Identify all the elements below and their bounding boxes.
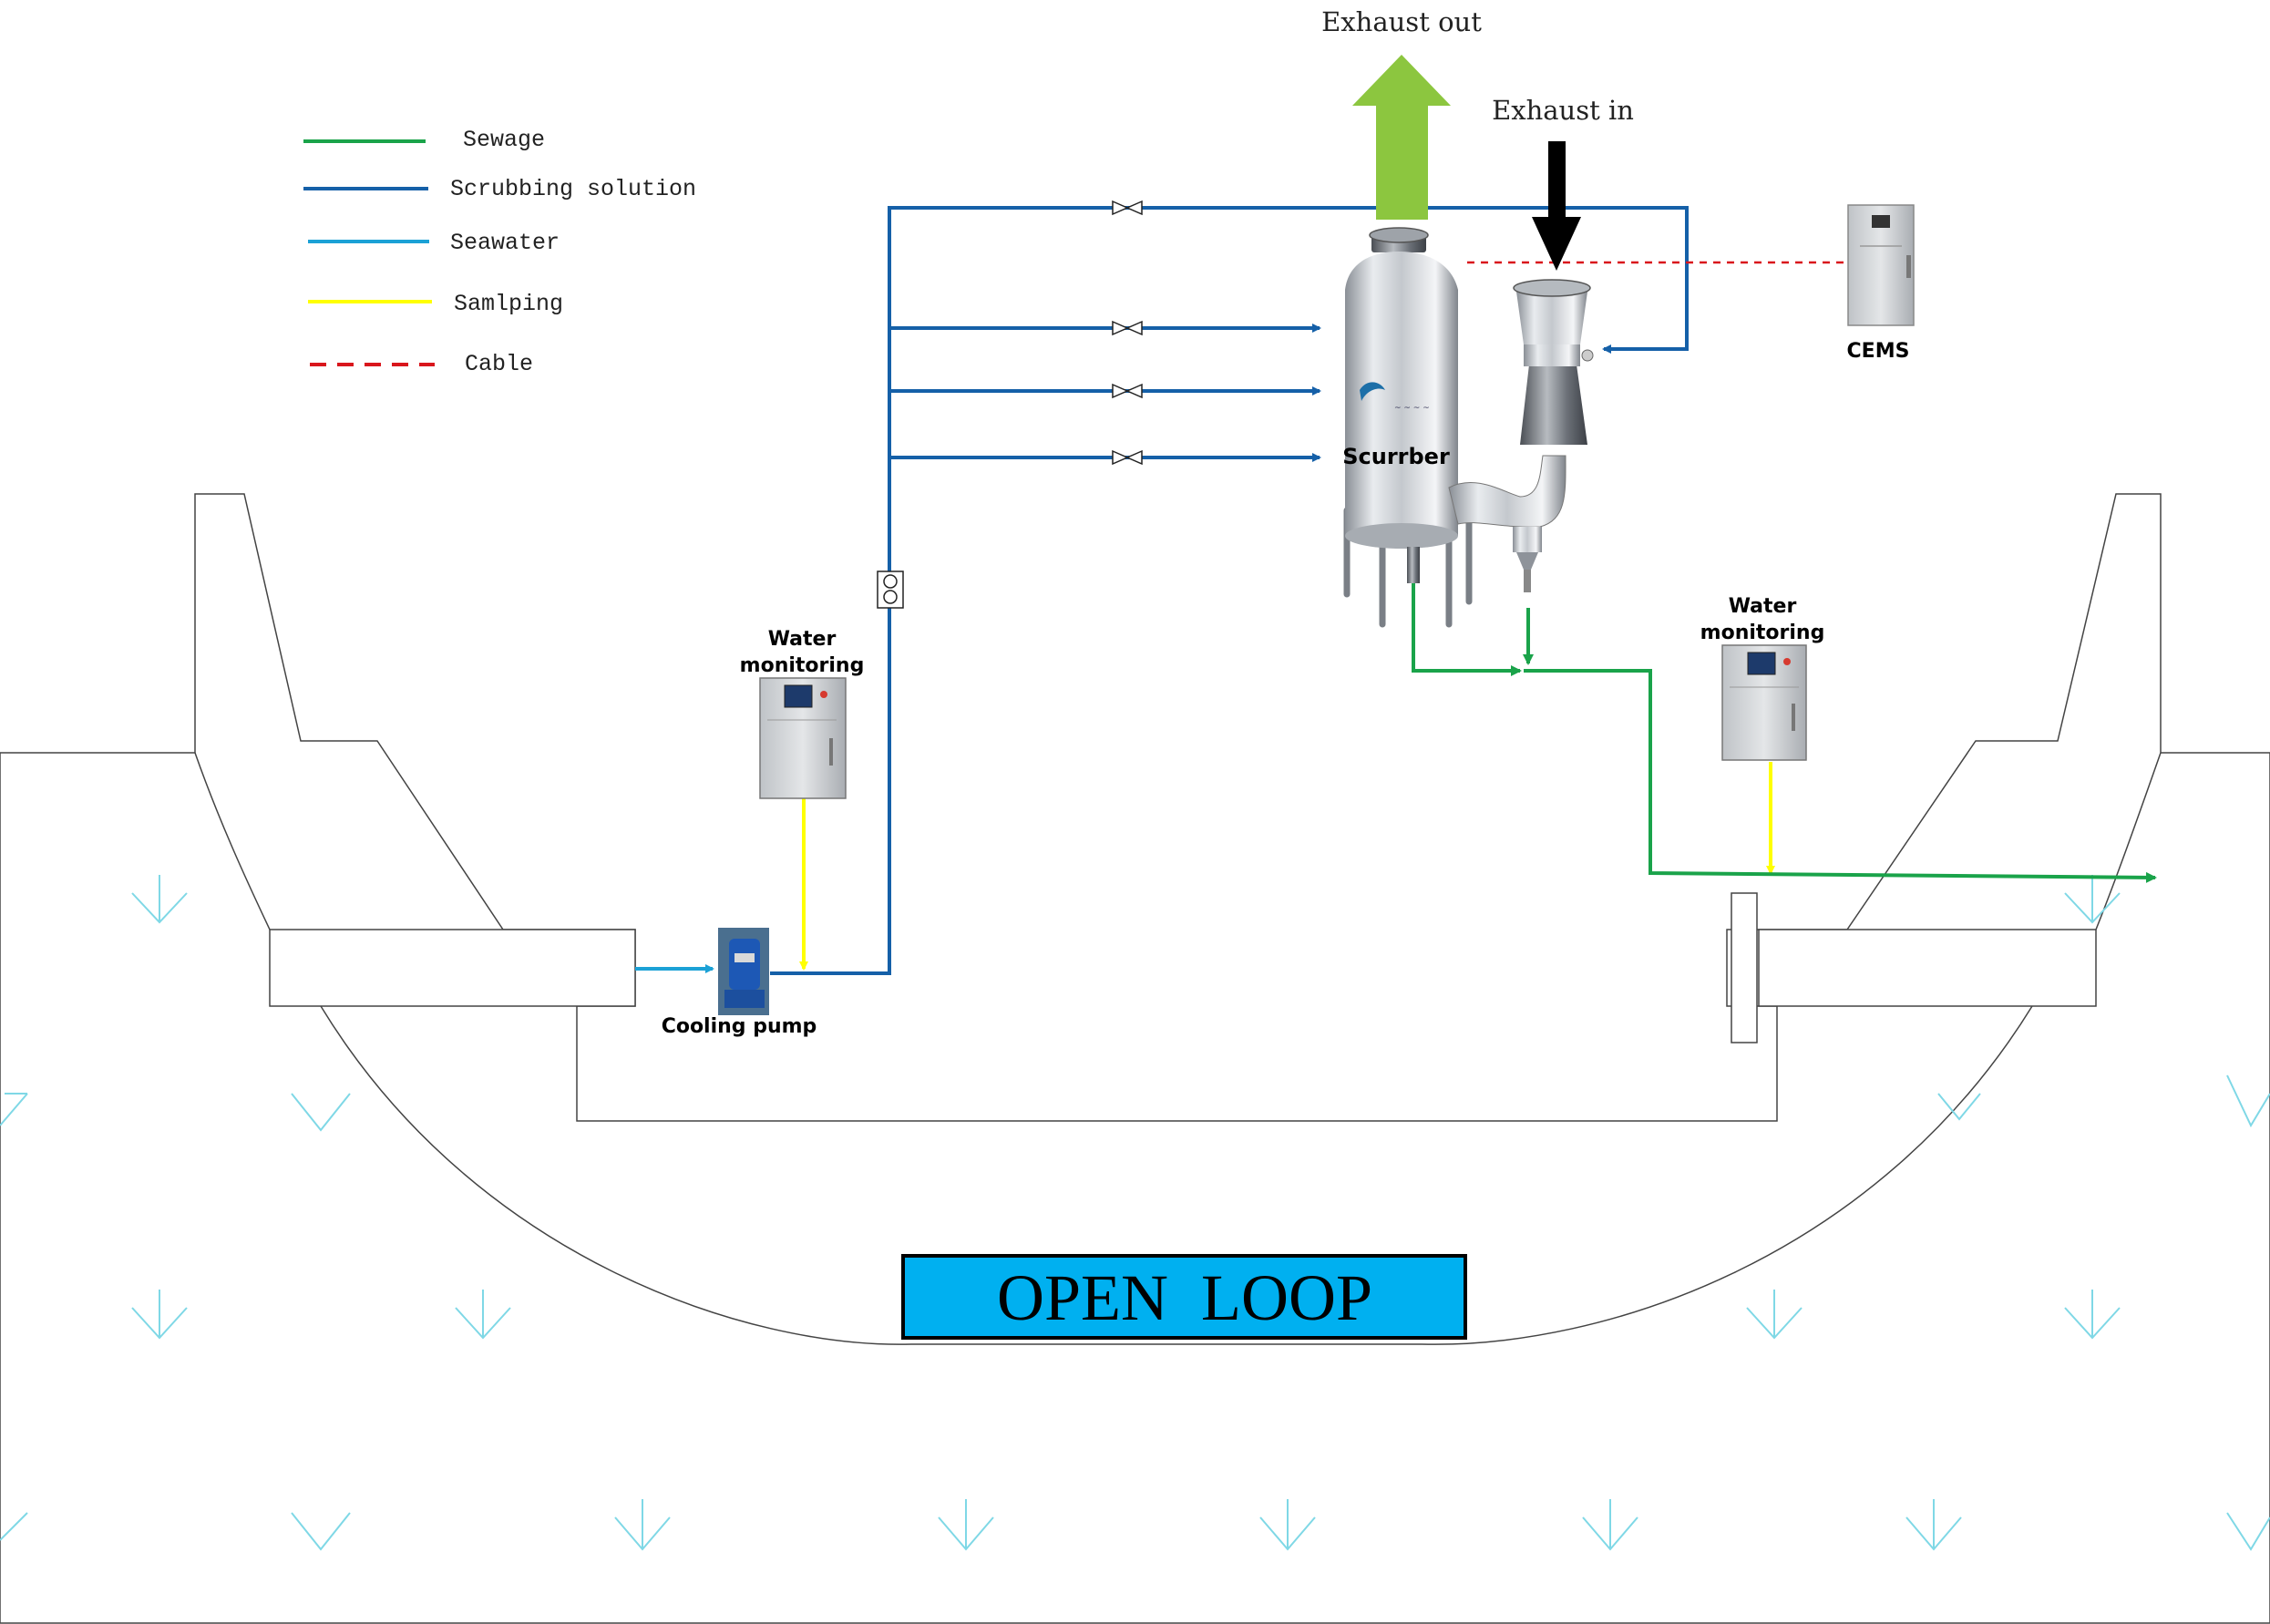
open-loop-banner: OPEN LOOP	[901, 1254, 1467, 1340]
exhaust-out-label: Exhaust out	[1321, 6, 1482, 37]
scrubber-label: Scurrber	[1342, 444, 1450, 469]
valve-icon[interactable]	[1112, 200, 1143, 216]
hull-outline	[0, 493, 2270, 1624]
sea-chest-left	[269, 929, 636, 1007]
valve-icon[interactable]	[1112, 383, 1143, 399]
sea-chest-right	[1758, 929, 2097, 1007]
filter-icon[interactable]	[877, 570, 904, 609]
legend: Sewage Scrubbing solution Seawater Samlp…	[303, 127, 696, 377]
legend-label-sewage: Sewage	[463, 127, 545, 153]
water-monitoring-left-label-2: monitoring	[740, 654, 865, 677]
valve-icon[interactable]	[1112, 320, 1143, 336]
valve-icon[interactable]	[1112, 449, 1143, 466]
legend-label-seawater: Seawater	[450, 230, 560, 256]
scrubbing-solution-piping	[770, 206, 1689, 975]
scrubber-vessel-icon[interactable]: ~ ~ ~ ~	[1343, 227, 1594, 628]
water-monitoring-right-label-2: monitoring	[1700, 622, 1825, 644]
water-monitoring-left-label-1: Water	[768, 628, 837, 651]
valve-icons	[1112, 200, 1143, 466]
pump-icon[interactable]	[718, 928, 769, 1015]
sampling-lines	[799, 762, 1775, 971]
water-arrows	[0, 875, 2270, 1551]
cooling-pump-label: Cooling pump	[662, 1015, 817, 1038]
water-monitor-cabinet-icon[interactable]	[759, 677, 847, 799]
cems-label: CEMS	[1847, 340, 1910, 363]
water-monitor-cabinet-icon[interactable]	[1721, 644, 1807, 761]
cems-cabinet-icon[interactable]	[1847, 204, 1915, 326]
exhaust-in-arrow	[1532, 141, 1581, 271]
exhaust-in-label: Exhaust in	[1492, 95, 1634, 126]
sewage-piping	[1412, 581, 2157, 883]
legend-label-scrubbing: Scrubbing solution	[450, 176, 696, 202]
open-loop-title: OPEN LOOP	[997, 1261, 1372, 1334]
water-monitoring-right-label-1: Water	[1729, 595, 1797, 618]
exhaust-out-arrow	[1352, 55, 1451, 220]
svg-text:~ ~ ~ ~: ~ ~ ~ ~	[1394, 404, 1430, 413]
legend-label-sampling: Samlping	[454, 291, 563, 317]
legend-label-cable: Cable	[465, 351, 533, 377]
overboard-flange	[1731, 892, 1758, 1043]
